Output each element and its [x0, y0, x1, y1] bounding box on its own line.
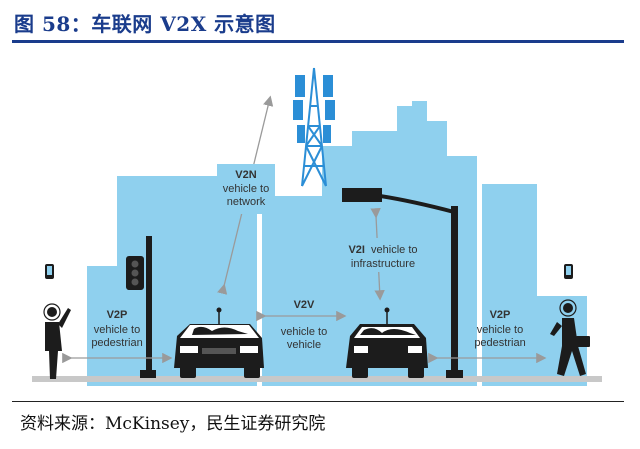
cell-tower-icon — [293, 67, 335, 187]
v2p-left-line2: pedestrian — [91, 337, 142, 349]
v2v-line2: vehicle — [287, 339, 321, 351]
street-light-icon — [342, 188, 463, 378]
v2p-right-line1: vehicle to — [477, 324, 523, 336]
figure-source: 资料来源：McKinsey，民生证券研究院 — [20, 414, 326, 434]
v2i-line2: infrastructure — [351, 258, 415, 270]
v2x-diagram: V2N vehicle to network V2I vehicle to in… — [32, 67, 602, 386]
v2i-code: V2I — [348, 244, 365, 256]
pedestrian-left-icon — [43, 264, 71, 379]
v2p-left-line1: vehicle to — [94, 324, 140, 336]
road — [32, 376, 602, 382]
car-right-icon — [346, 307, 428, 378]
v2n-line1: vehicle to — [223, 183, 269, 195]
v2p-right-code: V2P — [490, 309, 511, 321]
label-v2p-left: V2P vehicle to pedestrian — [91, 309, 142, 349]
v2v-line1: vehicle to — [281, 326, 327, 338]
v2i-line1: vehicle to — [371, 244, 417, 256]
traffic-light-icon — [126, 236, 156, 378]
v2p-right-line2: pedestrian — [474, 337, 525, 349]
v2v-code: V2V — [294, 299, 315, 311]
label-v2v: V2V vehicle to vehicle — [281, 299, 327, 351]
title-rule — [12, 40, 624, 43]
label-v2i: V2I vehicle to infrastructure — [338, 238, 428, 272]
figure-title: 图 58：车联网 V2X 示意图 — [14, 12, 276, 36]
label-v2n: V2N vehicle to network — [217, 164, 275, 214]
source-rule — [12, 401, 624, 402]
pedestrian-right-icon — [550, 264, 590, 376]
v2n-line2: network — [227, 196, 266, 208]
car-left-icon — [174, 307, 264, 378]
label-v2p-right: V2P vehicle to pedestrian — [474, 309, 525, 349]
v2n-code: V2N — [235, 169, 256, 181]
v2p-left-code: V2P — [107, 309, 128, 321]
svg-text:V2I vehicle to: V2I vehicle to — [348, 244, 417, 256]
